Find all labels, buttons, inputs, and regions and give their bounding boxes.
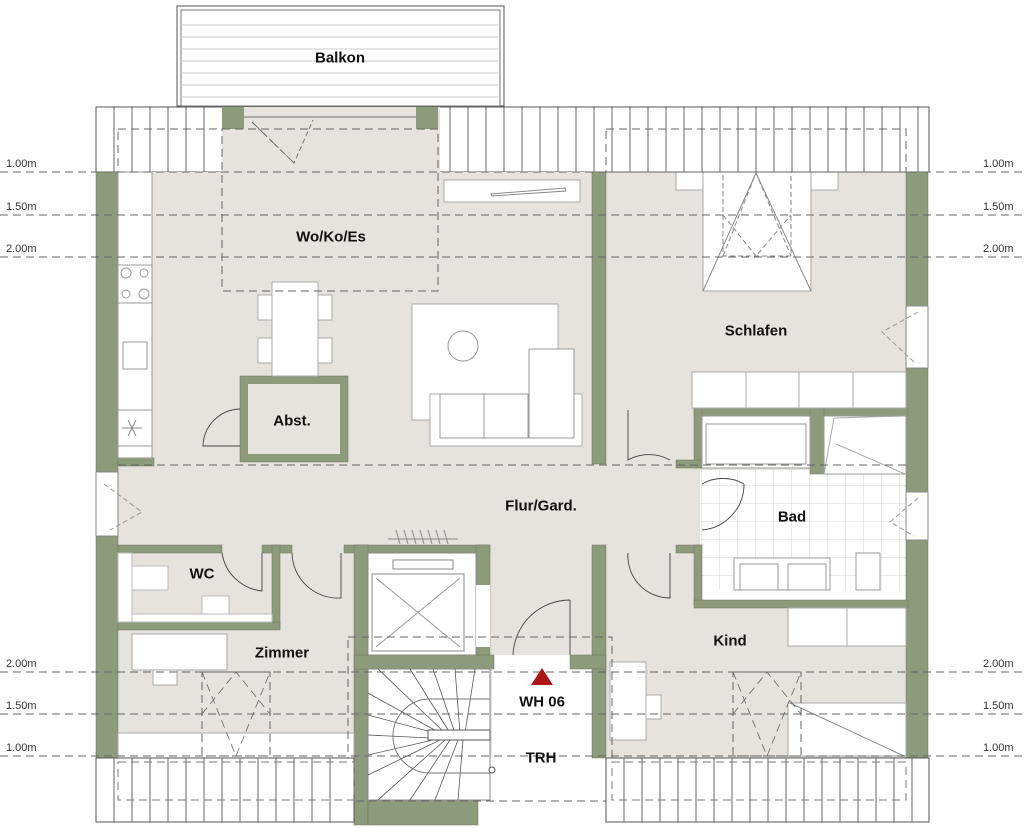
room-label-flur: Flur/Gard.	[505, 497, 577, 515]
balcony	[176, 5, 505, 107]
staircase	[367, 668, 496, 801]
kind-furniture	[609, 607, 907, 757]
room-label-bad: Bad	[777, 508, 807, 526]
room-label-trh: TRH	[525, 749, 557, 767]
height-label-right-200: 2.00m	[983, 243, 1014, 255]
bathtub	[701, 415, 811, 469]
unit-marker-icon	[531, 668, 553, 685]
room-label-wokoes: Wo/Ko/Es	[296, 228, 366, 246]
elevator	[367, 552, 490, 656]
roof-slope-top	[95, 106, 930, 173]
height-label-left-100b: 1.00m	[6, 742, 37, 754]
side-windows	[95, 305, 929, 541]
sideboard	[443, 179, 581, 203]
slope-lines	[0, 121, 1024, 802]
room-label-balkon: Balkon	[314, 49, 366, 67]
height-label-left-100: 1.00m	[6, 158, 37, 170]
coat-rack	[388, 529, 458, 545]
room-label-abst: Abst.	[273, 412, 311, 430]
shower	[823, 415, 907, 475]
height-label-right-150b: 1.50m	[983, 700, 1014, 712]
height-label-right-150: 1.50m	[983, 201, 1014, 213]
room-label-schlafen: Schlafen	[724, 322, 788, 340]
height-label-right-200b: 2.00m	[983, 658, 1014, 670]
unit-label: WH 06	[519, 693, 565, 711]
height-label-right-100b: 1.00m	[983, 742, 1014, 754]
wc-fixtures	[117, 552, 273, 623]
door-swings	[202, 408, 745, 656]
bed	[675, 171, 839, 292]
room-label-zimmer: Zimmer	[254, 644, 310, 662]
height-label-left-150b: 1.50m	[6, 700, 37, 712]
double-sink	[733, 552, 881, 591]
roof-slope-bottom	[95, 757, 930, 823]
height-label-left-150: 1.50m	[6, 201, 37, 213]
wardrobe-schlafen	[691, 371, 907, 409]
height-label-left-200: 2.00m	[6, 243, 37, 255]
height-label-left-200b: 2.00m	[6, 658, 37, 670]
dining-table	[257, 281, 333, 377]
zimmer-desk	[117, 633, 355, 759]
height-label-right-100: 1.00m	[983, 158, 1014, 170]
room-label-wc: WC	[189, 565, 215, 583]
room-label-kind: Kind	[713, 632, 747, 650]
living-set	[411, 303, 583, 447]
